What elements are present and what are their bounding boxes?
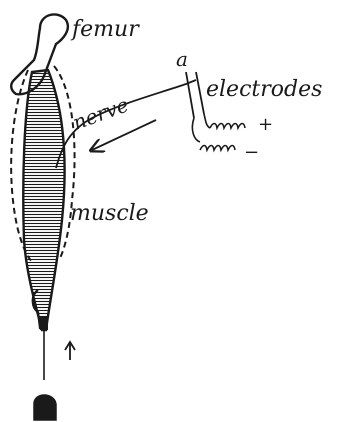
pull-arrow	[65, 342, 75, 360]
electrode-point-label: a	[176, 47, 188, 71]
positive-coil	[210, 124, 245, 129]
electrode-wire-2	[196, 72, 204, 114]
femur-label: femur	[70, 17, 140, 42]
negative-coil	[200, 146, 235, 151]
electrode-wire-1	[186, 72, 194, 118]
nerve-label: nerve	[70, 93, 132, 135]
weight	[34, 395, 56, 420]
muscle-label: muscle	[70, 201, 149, 226]
muscle-body	[23, 70, 64, 330]
negative-terminal-label: −	[244, 142, 259, 163]
positive-terminal-label: +	[258, 114, 273, 135]
electrodes-label: electrodes	[206, 77, 322, 102]
